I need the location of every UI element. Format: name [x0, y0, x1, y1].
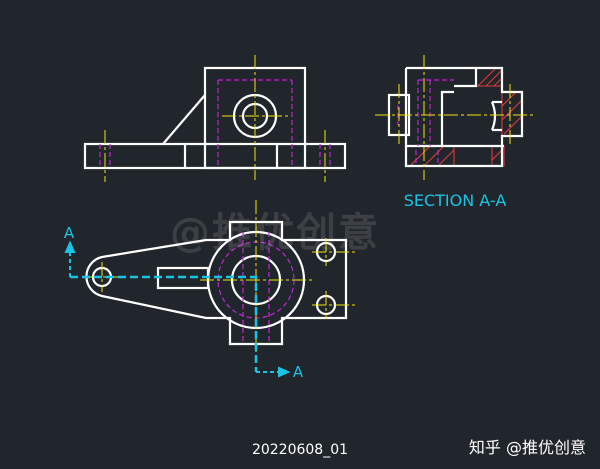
- drawing-caption: 20220608_01: [251, 442, 349, 458]
- cut-label-top: A: [64, 224, 75, 242]
- cutting-plane-arrows: [64, 240, 291, 378]
- front-view-centerlines: [104, 55, 326, 182]
- cutting-plane-line: [70, 275, 258, 372]
- brand-label: 知乎 @推优创意: [468, 438, 586, 457]
- arrow-right-head: [278, 366, 291, 378]
- section-outline: [404, 66, 524, 168]
- cutting-plane: [70, 275, 258, 372]
- watermark: @推优创意: [170, 210, 380, 256]
- section-view: [375, 55, 536, 180]
- arrow-up-head: [64, 240, 76, 253]
- section-title: SECTION A-A: [404, 191, 507, 210]
- front-view-rib: [162, 94, 206, 145]
- section-hatching: [405, 67, 523, 167]
- cut-label-bottom: A: [293, 363, 304, 381]
- front-view-hidden-lines: [99, 79, 331, 168]
- front-view: [83, 66, 347, 170]
